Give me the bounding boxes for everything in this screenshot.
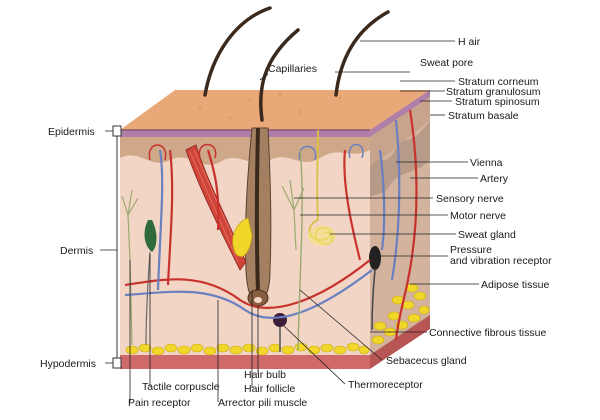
arteries	[124, 109, 418, 341]
capillary-loops	[148, 143, 364, 161]
label-hair-bulb: Hair bulb	[244, 369, 286, 381]
label-vienna: Vienna	[470, 157, 503, 169]
label-pressure-receptor-line1: Pressure	[450, 244, 492, 256]
label-sebaceous-gland: Sebacecus gland	[386, 355, 467, 367]
label-stratum-basale: Stratum basale	[448, 110, 519, 122]
label-sensory-nerve: Sensory nerve	[436, 193, 504, 205]
label-pain-receptor: Pain receptor	[128, 397, 191, 409]
hair-shafts	[203, 6, 390, 122]
arrector-pili-muscle	[185, 144, 247, 271]
sebaceous-gland-shape	[232, 217, 253, 257]
label-adipose-tissue: Adipose tissue	[481, 279, 549, 291]
label-motor-nerve: Motor nerve	[450, 210, 506, 222]
label-thermoreceptor: Thermoreceptor	[348, 379, 423, 391]
label-hair: H air	[458, 36, 481, 48]
label-stratum-corneum: Stratum corneum	[458, 76, 539, 88]
label-stratum-spinosum: Stratum spinosum	[455, 96, 540, 108]
epidermis-front	[120, 130, 370, 137]
label-dermis: Dermis	[60, 245, 93, 257]
surface-texture	[198, 93, 342, 120]
label-epidermis: Epidermis	[48, 126, 95, 138]
layer-bracket	[112, 125, 122, 369]
skin-surface	[120, 90, 430, 130]
label-connective-fibrous-tissue: Connective fibrous tissue	[429, 327, 546, 339]
label-sweat-pore: Sweat pore	[420, 57, 473, 69]
pressure-receptor-shape	[369, 246, 381, 270]
label-hypodermis: Hypodermis	[40, 358, 96, 370]
label-artery: Artery	[480, 173, 509, 185]
hypodermis-front	[120, 355, 370, 369]
label-sweat-gland: Sweat gland	[458, 229, 516, 241]
thermoreceptor-shape	[273, 313, 287, 327]
label-arrector-pili-muscle: Arrector pili muscle	[218, 397, 307, 409]
label-tactile-corpuscle: Tactile corpuscle	[142, 381, 220, 393]
label-hair-follicle: Hair follicle	[244, 383, 296, 395]
label-stratum-granulosum: Stratum granulosum	[446, 86, 541, 98]
label-capillaries: Capillaries	[268, 63, 317, 75]
motor-nerve-line	[297, 149, 303, 351]
tactile-corpuscle-shape	[144, 220, 157, 252]
veins	[124, 119, 401, 319]
leader-lines	[100, 40, 479, 402]
label-pressure-receptor-line2: and vibration receptor	[450, 255, 552, 267]
epidermis-side	[370, 90, 430, 137]
